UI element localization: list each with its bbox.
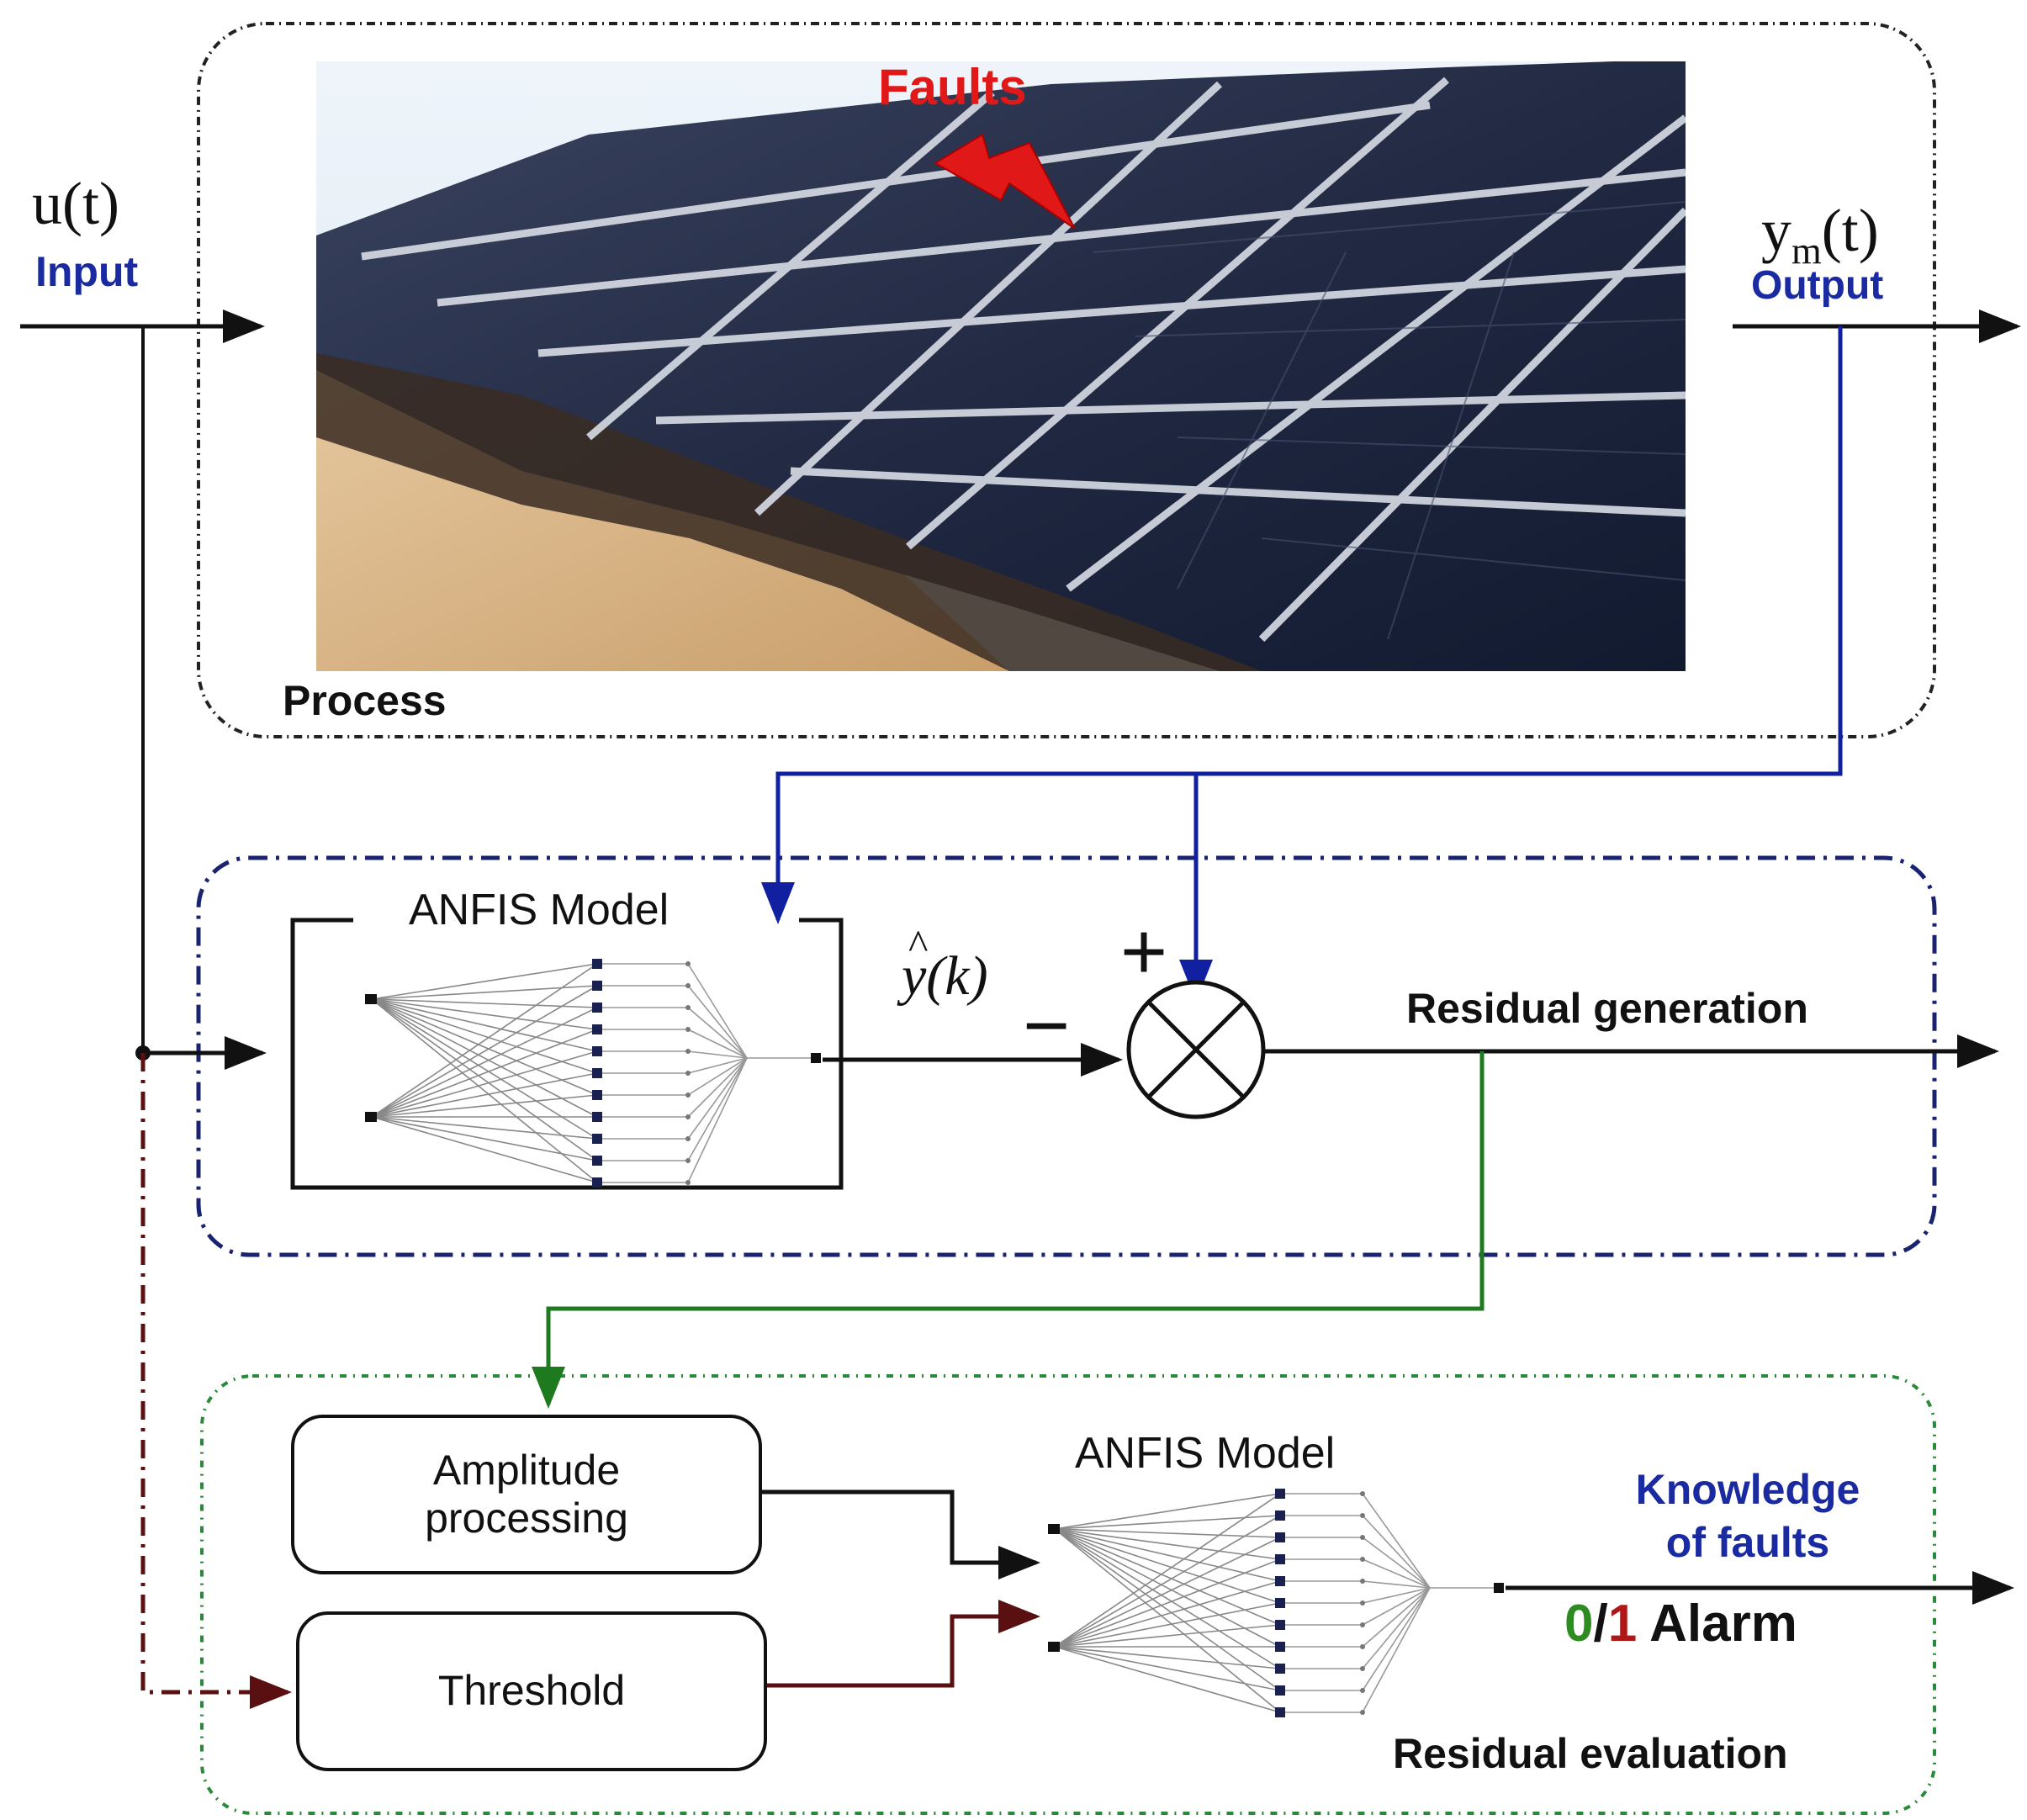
output-signal-base: y: [1761, 197, 1791, 264]
residual-evaluation-region: [200, 1374, 1936, 1815]
summing-junction-icon: [1126, 980, 1266, 1119]
output-signal-sub: m: [1791, 229, 1822, 272]
output-signal-tail: (t): [1821, 197, 1879, 264]
alarm-one: 1: [1607, 1595, 1638, 1653]
process-region: [197, 22, 1936, 738]
residual-generation-region: [196, 855, 1937, 1257]
anfis-model-box: [290, 918, 844, 1190]
threshold-block: Threshold: [296, 1611, 767, 1771]
residual-evaluation-label: Residual evaluation: [1393, 1730, 1788, 1777]
input-label: Input: [35, 248, 139, 295]
output-label: Output: [1751, 263, 1884, 308]
estimate-label: ^ y (k): [902, 923, 988, 1004]
alarm-slash: /: [1593, 1595, 1608, 1653]
alarm-word: Alarm: [1649, 1595, 1797, 1653]
residual-generation-label: Residual generation: [1406, 985, 1808, 1032]
faults-label: Faults: [878, 59, 1027, 115]
process-label: Process: [283, 677, 447, 724]
lightning-bolt-icon: [934, 133, 1076, 230]
knowledge-line2: of faults: [1665, 1518, 1830, 1566]
anfis-model-label-evaluation: ANFIS Model: [1075, 1429, 1336, 1478]
solar-panel-photo: [316, 61, 1686, 671]
input-signal-label: u(t): [32, 170, 119, 237]
alarm-label: 0/1 Alarm: [1564, 1598, 1797, 1650]
plus-sign: +: [1120, 907, 1168, 997]
estimate-hat: ^: [908, 921, 929, 968]
anfis-model-label-generation: ANFIS Model: [409, 886, 669, 934]
amplitude-line2: processing: [425, 1495, 628, 1542]
estimate-arg: (k): [926, 945, 988, 1007]
minus-sign: −: [1023, 981, 1071, 1071]
neural-network-icon: [1048, 1489, 1504, 1717]
alarm-zero: 0: [1564, 1595, 1594, 1653]
knowledge-of-faults-label: Knowledge of faults: [1605, 1463, 1891, 1569]
estimate-base: y: [902, 945, 927, 1007]
knowledge-line1: Knowledge: [1635, 1466, 1860, 1513]
threshold-label: Threshold: [437, 1667, 626, 1715]
neural-network-icon: [365, 959, 821, 1188]
amplitude-line1: Amplitude: [432, 1446, 621, 1494]
output-signal-label: ym(t): [1761, 200, 1879, 270]
